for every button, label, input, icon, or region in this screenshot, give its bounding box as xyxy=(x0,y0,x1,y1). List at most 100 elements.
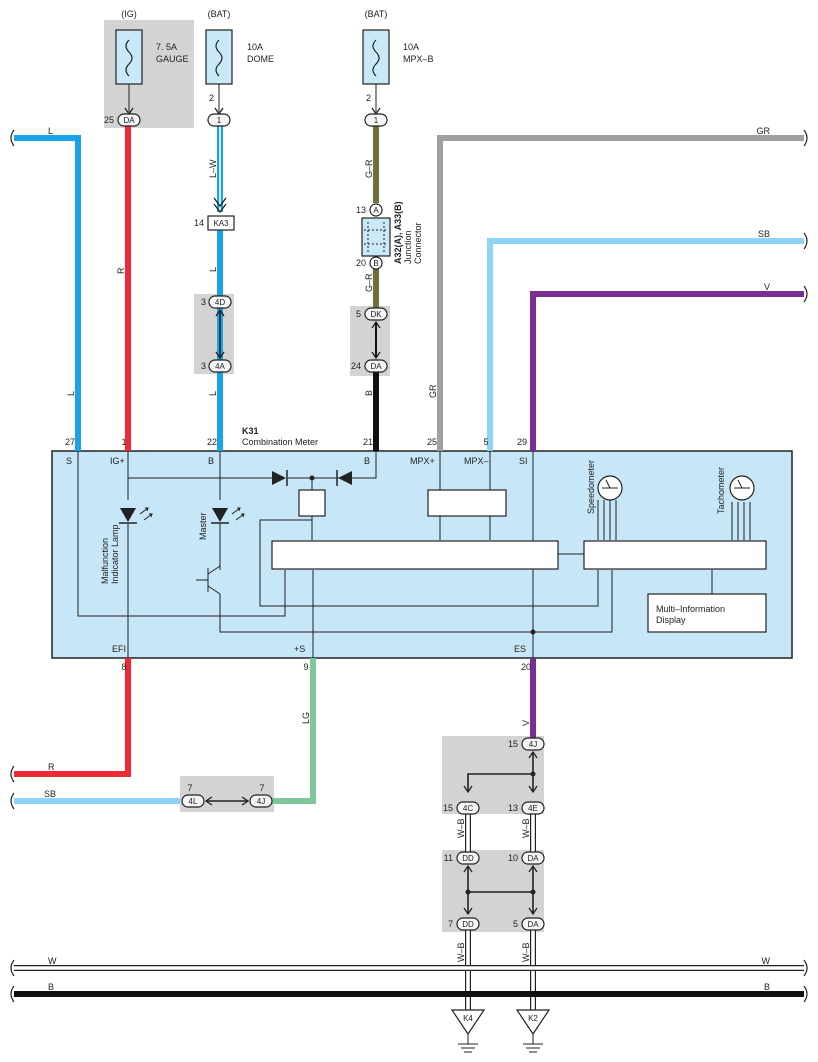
speedometer-icon xyxy=(597,475,623,501)
svg-text:4C: 4C xyxy=(463,804,473,813)
label-l-left: L xyxy=(66,391,76,396)
pin-top-5: 5 xyxy=(483,437,488,447)
fuse-mpx-rating: 10A xyxy=(403,42,419,52)
label-lg: LG xyxy=(301,712,311,724)
pinname-es: ES xyxy=(514,644,526,654)
pin-top-25: 25 xyxy=(427,437,437,447)
svg-text:4L: 4L xyxy=(189,797,198,806)
edge-right-w: W xyxy=(762,956,771,966)
mil-led-icon xyxy=(119,507,153,524)
svg-text:DD: DD xyxy=(462,920,474,929)
svg-text:25: 25 xyxy=(104,115,114,125)
fuse-dome-source: (BAT) xyxy=(208,9,231,19)
pinname-si: SI xyxy=(519,456,528,466)
conn-4l: 4L 7 xyxy=(181,783,213,808)
conn-da-10: DA 10 xyxy=(508,851,545,873)
svg-text:2: 2 xyxy=(209,93,214,103)
svg-text:4J: 4J xyxy=(257,797,265,806)
label-wb4: W–B xyxy=(521,942,531,962)
label-gr-vert: GR xyxy=(428,384,438,398)
wire-l xyxy=(14,135,81,451)
label-gr-mid: G–R xyxy=(364,273,374,292)
relay-coil xyxy=(298,489,326,517)
speedometer-label: Speedometer xyxy=(586,460,596,514)
svg-text:15: 15 xyxy=(443,803,453,813)
edge-left-r: R xyxy=(48,762,55,772)
diode-left xyxy=(272,470,288,486)
pin-top-22: 22 xyxy=(207,437,217,447)
conn-1-dome: 1 xyxy=(207,113,231,127)
conn-4a: 4A 3 xyxy=(201,351,232,373)
conn-4c: 4C 15 xyxy=(443,801,480,815)
svg-text:14: 14 xyxy=(194,218,204,228)
svg-text:DA: DA xyxy=(370,362,382,371)
diode-right xyxy=(336,470,352,486)
svg-text:A: A xyxy=(373,206,379,215)
pin-top-29: 29 xyxy=(517,437,527,447)
edge-left-l: L xyxy=(48,126,53,136)
fuse-dome: (BAT) 10A DOME 2 xyxy=(205,9,274,116)
svg-text:3: 3 xyxy=(201,361,206,371)
edge-right-gr: GR xyxy=(757,126,771,136)
conn-dd-7: DD 7 xyxy=(448,917,480,931)
fuse-gauge-source: (IG) xyxy=(121,9,137,19)
junction-label2: Connector xyxy=(413,222,423,264)
svg-text:4J: 4J xyxy=(529,740,537,749)
svg-text:1: 1 xyxy=(217,116,222,125)
conn-1-mpx: 1 xyxy=(364,113,388,127)
fuse-mpx-name: MPX–B xyxy=(403,54,434,64)
left-edge-brackets xyxy=(10,129,15,1003)
pinname-mpxplus: MPX+ xyxy=(410,456,435,466)
svg-text:DD: DD xyxy=(462,854,474,863)
wire-gr xyxy=(437,135,804,451)
tachometer-label: Tachometer xyxy=(716,467,726,514)
mid-box xyxy=(647,593,767,633)
mid-label1: Multi–Information xyxy=(656,604,725,614)
meter-name: Combination Meter xyxy=(242,437,318,447)
master-label: Master xyxy=(198,512,208,540)
mil-label2: Indicator Lamp xyxy=(110,524,120,584)
pinname-s: S xyxy=(66,456,72,466)
pin-top-1: 1 xyxy=(121,437,126,447)
edge-left-b: B xyxy=(48,982,54,992)
master-led-icon xyxy=(211,507,245,524)
label-l2: L xyxy=(208,391,218,396)
pinname-igplus: IG+ xyxy=(110,456,125,466)
svg-text:13: 13 xyxy=(356,205,366,215)
right-edge-brackets xyxy=(803,129,808,1003)
svg-text:2: 2 xyxy=(366,93,371,103)
wire-r-bottom xyxy=(14,658,131,777)
svg-text:DA: DA xyxy=(123,116,135,125)
svg-text:DK: DK xyxy=(370,310,382,319)
junction-connector: A 13 B 20 A32(A), A33(B) Junction Connec… xyxy=(356,201,423,270)
conn-4e: 4E 13 xyxy=(508,801,545,815)
svg-text:DA: DA xyxy=(527,920,539,929)
label-r-top: R xyxy=(116,267,126,274)
svg-text:24: 24 xyxy=(351,361,361,371)
edge-right-v: V xyxy=(764,282,770,292)
conn-4d: 4D 3 xyxy=(201,295,232,317)
fuse-dome-rating: 10A xyxy=(247,42,263,52)
svg-text:4E: 4E xyxy=(528,804,538,813)
svg-text:KA3: KA3 xyxy=(213,219,229,228)
svg-text:4A: 4A xyxy=(215,362,225,371)
gauge-processor-box xyxy=(583,540,767,570)
main-processor-box xyxy=(271,540,559,570)
svg-text:7: 7 xyxy=(448,919,453,929)
pin-bot-20: 20 xyxy=(521,662,531,672)
svg-text:K2: K2 xyxy=(528,1014,538,1023)
label-gr-top: G–R xyxy=(364,159,374,178)
pin-bot-9: 9 xyxy=(303,662,308,672)
label-b-mid: B xyxy=(364,390,374,396)
svg-text:7: 7 xyxy=(259,783,264,793)
svg-text:10: 10 xyxy=(508,853,518,863)
edge-right-b: B xyxy=(764,982,770,992)
svg-text:DA: DA xyxy=(527,854,539,863)
svg-text:1: 1 xyxy=(374,116,379,125)
pin-top-27: 27 xyxy=(65,437,75,447)
conn-da-5: DA 5 xyxy=(513,917,545,931)
mid-label2: Display xyxy=(656,615,686,625)
junction-ids: A32(A), A33(B) xyxy=(393,201,403,264)
conn-4j-lg: 4J 7 xyxy=(241,783,273,808)
svg-text:K4: K4 xyxy=(463,1014,473,1023)
